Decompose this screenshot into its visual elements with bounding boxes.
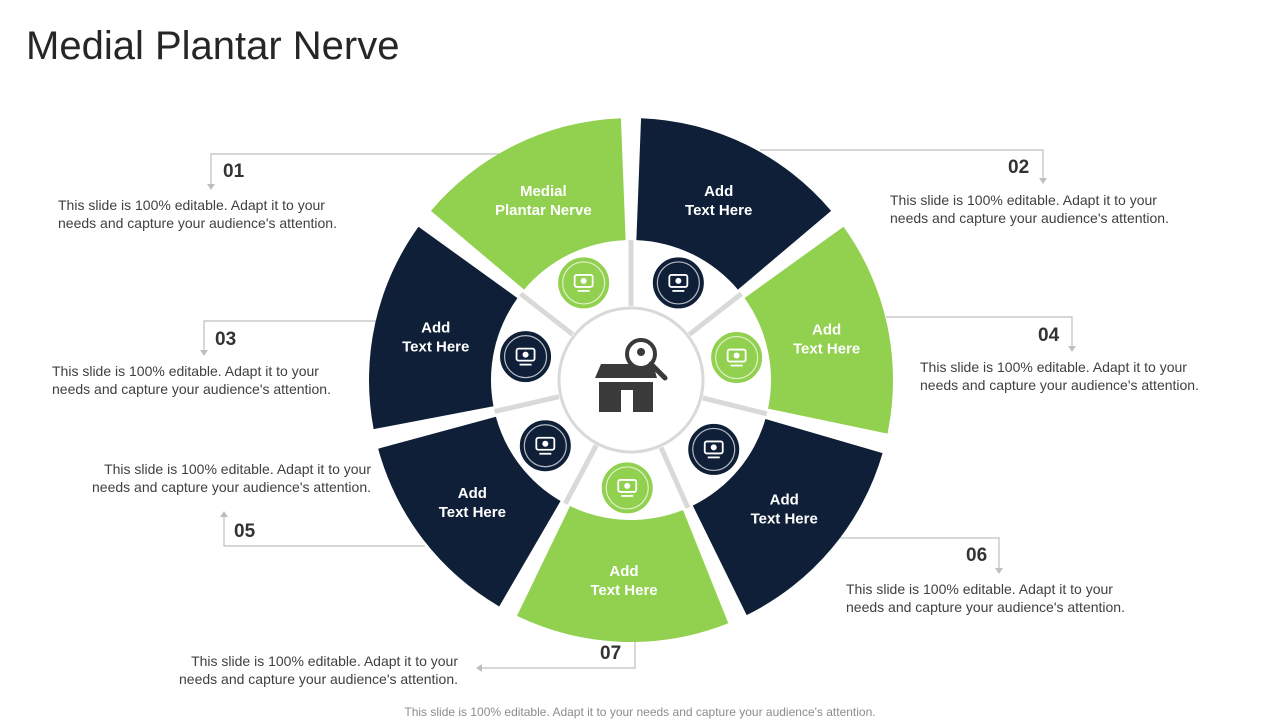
connector-6-arrow xyxy=(995,568,1003,574)
callout-02-number: 02 xyxy=(1008,157,1030,178)
page-title: Medial Plantar Nerve xyxy=(26,24,400,68)
segment-1-label-line2: Plantar Nerve xyxy=(495,202,592,219)
footer-note: This slide is 100% editable. Adapt it to… xyxy=(404,705,876,719)
callout-05-number: 05 xyxy=(234,521,256,542)
segment-6-label-line2: Text Here xyxy=(439,504,506,521)
connector-lines xyxy=(200,149,1076,672)
callout-01-line2: needs and capture your audience's attent… xyxy=(58,215,337,231)
idea-box-icon xyxy=(685,420,743,478)
connector-3-arrow xyxy=(200,350,208,356)
callout-01-number: 01 xyxy=(223,161,245,182)
callout-04-text: This slide is 100% editable. Adapt it to… xyxy=(920,358,1199,394)
callout-02-line2: needs and capture your audience's attent… xyxy=(890,210,1169,226)
callout-04-line1: This slide is 100% editable. Adapt it to… xyxy=(920,359,1187,375)
network-computer-icon xyxy=(649,254,707,312)
callout-07-line2: needs and capture your audience's attent… xyxy=(179,671,458,687)
connector-1 xyxy=(210,153,505,186)
gear-bulb-icon xyxy=(555,254,613,312)
connector-3 xyxy=(203,320,378,352)
connector-7-arrow xyxy=(476,664,482,672)
segment-2-label-line1: Add xyxy=(704,183,733,200)
callout-03-text: This slide is 100% editable. Adapt it to… xyxy=(52,362,331,398)
segment-5-label-line1: Add xyxy=(609,563,638,580)
callout-05-line2: needs and capture your audience's attent… xyxy=(92,479,371,495)
team-icon xyxy=(598,459,656,517)
store-search-icon xyxy=(595,338,668,412)
connector-1-arrow xyxy=(207,184,215,190)
callout-03-line1: This slide is 100% editable. Adapt it to… xyxy=(52,363,319,379)
segment-5-label-line2: Text Here xyxy=(590,582,657,599)
callout-05-text: This slide is 100% editable. Adapt it to… xyxy=(80,460,371,496)
callout-02-text: This slide is 100% editable. Adapt it to… xyxy=(890,191,1169,227)
segment-6-label-line1: Add xyxy=(458,485,487,502)
callout-06-line1: This slide is 100% editable. Adapt it to… xyxy=(846,581,1113,597)
segment-5-shape xyxy=(516,506,729,643)
callout-04-line2: needs and capture your audience's attent… xyxy=(920,377,1199,393)
callout-04-number: 04 xyxy=(1038,325,1060,346)
segment-4-shape xyxy=(692,419,883,616)
connector-6 xyxy=(840,537,1000,570)
segment-1-shape xyxy=(430,118,626,290)
segment-7-shape xyxy=(369,226,518,430)
segment-6-shape xyxy=(378,416,561,607)
segment-3-label-line2: Text Here xyxy=(793,340,860,357)
connector-2-arrow xyxy=(1039,178,1047,184)
connector-7 xyxy=(480,638,636,669)
inner-ring xyxy=(494,240,768,517)
callout-03-number: 03 xyxy=(215,329,237,350)
callout-06-line2: needs and capture your audience's attent… xyxy=(846,599,1125,615)
callout-01-text: This slide is 100% editable. Adapt it to… xyxy=(58,196,337,232)
hand-plant-icon xyxy=(516,417,574,475)
connector-5 xyxy=(223,516,425,547)
segment-4-label-line2: Text Here xyxy=(751,511,818,528)
segment-7-label-line1: Add xyxy=(421,320,450,337)
callout-05-line1: This slide is 100% editable. Adapt it to… xyxy=(104,461,371,477)
callout-03-line2: needs and capture your audience's attent… xyxy=(52,381,331,397)
connector-2 xyxy=(760,149,1044,180)
monitor-search-icon xyxy=(497,328,555,386)
callout-01-line1: This slide is 100% editable. Adapt it to… xyxy=(58,197,325,213)
callout-07-text: This slide is 100% editable. Adapt it to… xyxy=(167,652,458,688)
segment-3-label-line1: Add xyxy=(812,321,841,338)
callout-07-line1: This slide is 100% editable. Adapt it to… xyxy=(191,653,458,669)
callout-06-text: This slide is 100% editable. Adapt it to… xyxy=(846,580,1125,616)
connector-5-arrow xyxy=(220,511,228,517)
segment-2-label-line2: Text Here xyxy=(685,202,752,219)
segment-7-label-line2: Text Here xyxy=(402,339,469,356)
cycle-growth-icon xyxy=(708,329,766,387)
callout-06-number: 06 xyxy=(966,545,988,566)
callout-07-number: 07 xyxy=(600,643,622,664)
segment-4-label-line1: Add xyxy=(770,492,799,509)
center-hub xyxy=(557,306,705,454)
connector-4-arrow xyxy=(1068,346,1076,352)
segment-2-shape xyxy=(636,118,832,290)
segment-3-shape xyxy=(744,226,893,434)
segment-1-label-line1: Medial xyxy=(520,183,567,200)
connector-4 xyxy=(886,316,1073,348)
callout-02-line1: This slide is 100% editable. Adapt it to… xyxy=(890,192,1157,208)
